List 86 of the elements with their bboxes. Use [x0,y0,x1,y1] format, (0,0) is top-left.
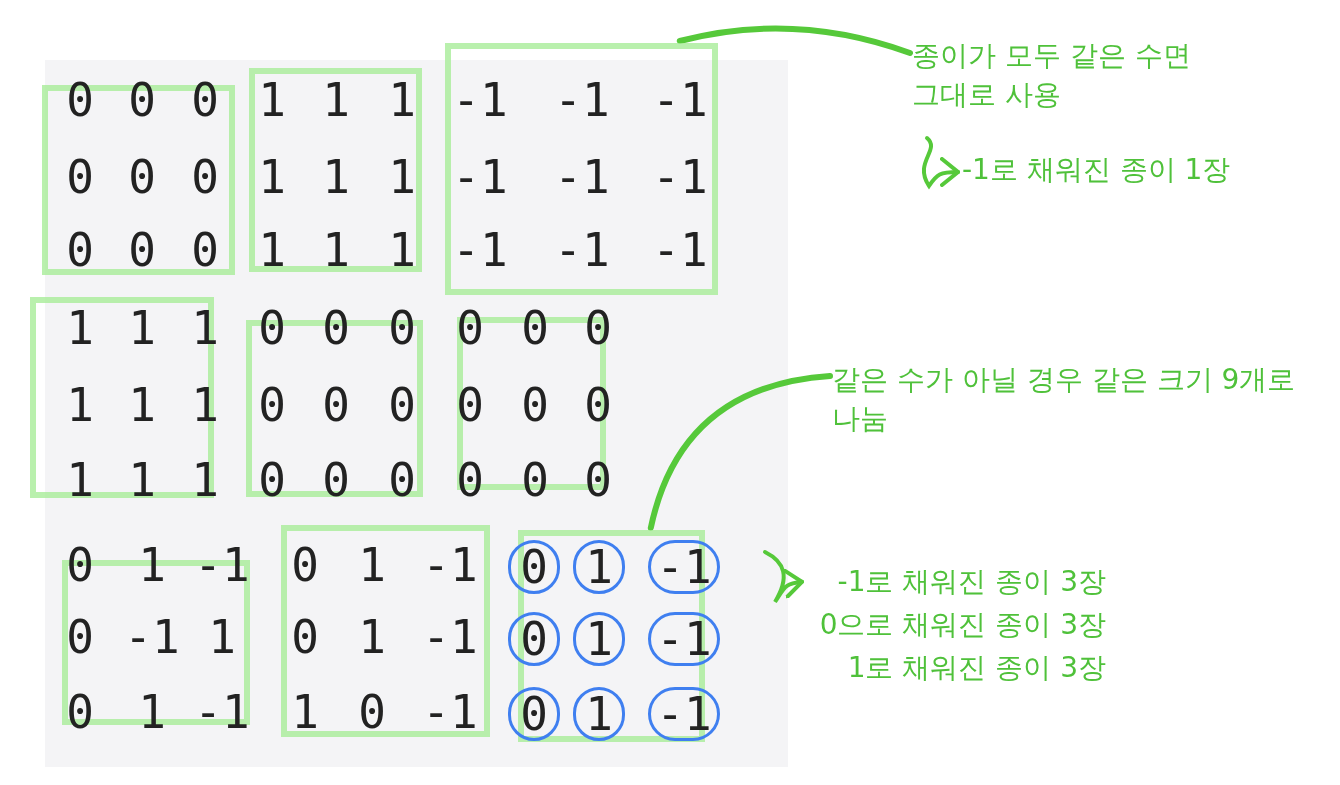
matrix-value: 0 [322,457,350,503]
matrix-value: 1 [258,227,286,273]
matrix-value: 1 [66,457,94,503]
matrix-value: -1 [194,542,250,588]
matrix-value: 1 [388,154,416,200]
matrix-value: 1 [138,542,166,588]
matrix-value: 0 [521,457,549,503]
matrix-value: 1 [128,305,156,351]
matrix-value: -1 [554,77,610,123]
matrix-value: 1 [258,154,286,200]
matrix-value: 0 [66,689,94,735]
matrix-value: 0 [322,382,350,428]
matrix-value: 0 [388,382,416,428]
matrix-value: 1 [208,614,236,660]
paper-box [281,525,490,737]
matrix-value: 0 [191,154,219,200]
handwritten-note: -1로 채워진 종이 3장 [837,564,1106,600]
matrix-value: 0 [258,457,286,503]
handwritten-note: 0으로 채워진 종이 3장 [819,607,1106,644]
matrix-value: 0 [456,305,484,351]
matrix-value: -1 [652,227,708,273]
matrix-value: 1 [66,305,94,351]
matrix-value: -1 [422,614,478,660]
matrix-value: 0 [66,614,94,660]
matrix-value: 0 [191,227,219,273]
matrix-value: -1 [194,689,250,735]
handwritten-note: 같은 수가 아닐 경우 같은 크기 9개로 나눔 [832,362,1297,438]
matrix-value: 1 [322,154,350,200]
matrix-value: 1 [388,227,416,273]
matrix-value: -1 [422,689,478,735]
matrix-value: 0 [291,542,319,588]
matrix-value: -1 [452,154,508,200]
matrix-value: 1 [358,614,386,660]
matrix-value: 1 [138,689,166,735]
matrix-value: 0 [128,77,156,123]
matrix-value: 1 [66,382,94,428]
matrix-value: 0 [128,227,156,273]
matrix-value: -1 [652,154,708,200]
matrix-value: 0 [521,382,549,428]
matrix-value: 0 [66,227,94,273]
arrow [921,136,960,188]
leader-line [676,25,913,56]
matrix-value: 1 [258,77,286,123]
matrix-value: 1 [358,542,386,588]
paper-box [445,43,718,295]
handwritten-note: 1로 채워진 종이 3장 [847,650,1106,687]
matrix-value: 1 [191,305,219,351]
matrix-value: 1 [191,382,219,428]
matrix-value: 1 [388,77,416,123]
matrix-value: 1 [322,227,350,273]
matrix-value: 0 [456,382,484,428]
matrix-value: 0 [291,614,319,660]
matrix-value: 0 [258,382,286,428]
matrix-value: 1 [191,457,219,503]
paper-box [30,297,214,498]
matrix-value: 0 [388,457,416,503]
matrix-value: 1 [322,77,350,123]
matrix-value: -1 [124,614,180,660]
leader-line [647,373,833,531]
handwritten-note: -1로 채워진 종이 1장 [962,152,1232,188]
matrix-value: -1 [422,542,478,588]
handwritten-note: 종이가 모두 같은 수면 그대로 사용 [912,38,1192,114]
matrix-value: 1 [291,689,319,735]
matrix-value: -1 [554,154,610,200]
matrix-value: 1 [128,457,156,503]
matrix-value: -1 [452,227,508,273]
matrix-value: -1 [452,77,508,123]
matrix-value: 0 [66,77,94,123]
paper-box [249,68,422,272]
matrix-value: 0 [258,305,286,351]
matrix-value: 0 [456,457,484,503]
matrix-value: -1 [554,227,610,273]
matrix-value: 0 [584,305,612,351]
matrix-value: 0 [128,154,156,200]
matrix-value: 0 [66,154,94,200]
matrix-value: 0 [584,457,612,503]
matrix-value: 0 [322,305,350,351]
matrix-value: 0 [521,305,549,351]
matrix-value: 0 [66,542,94,588]
matrix-value: 0 [191,77,219,123]
matrix-value: 0 [388,305,416,351]
matrix-value: 1 [128,382,156,428]
arrow [763,550,804,604]
matrix-value: 0 [358,689,386,735]
matrix-value: -1 [652,77,708,123]
matrix-value: 0 [584,382,612,428]
